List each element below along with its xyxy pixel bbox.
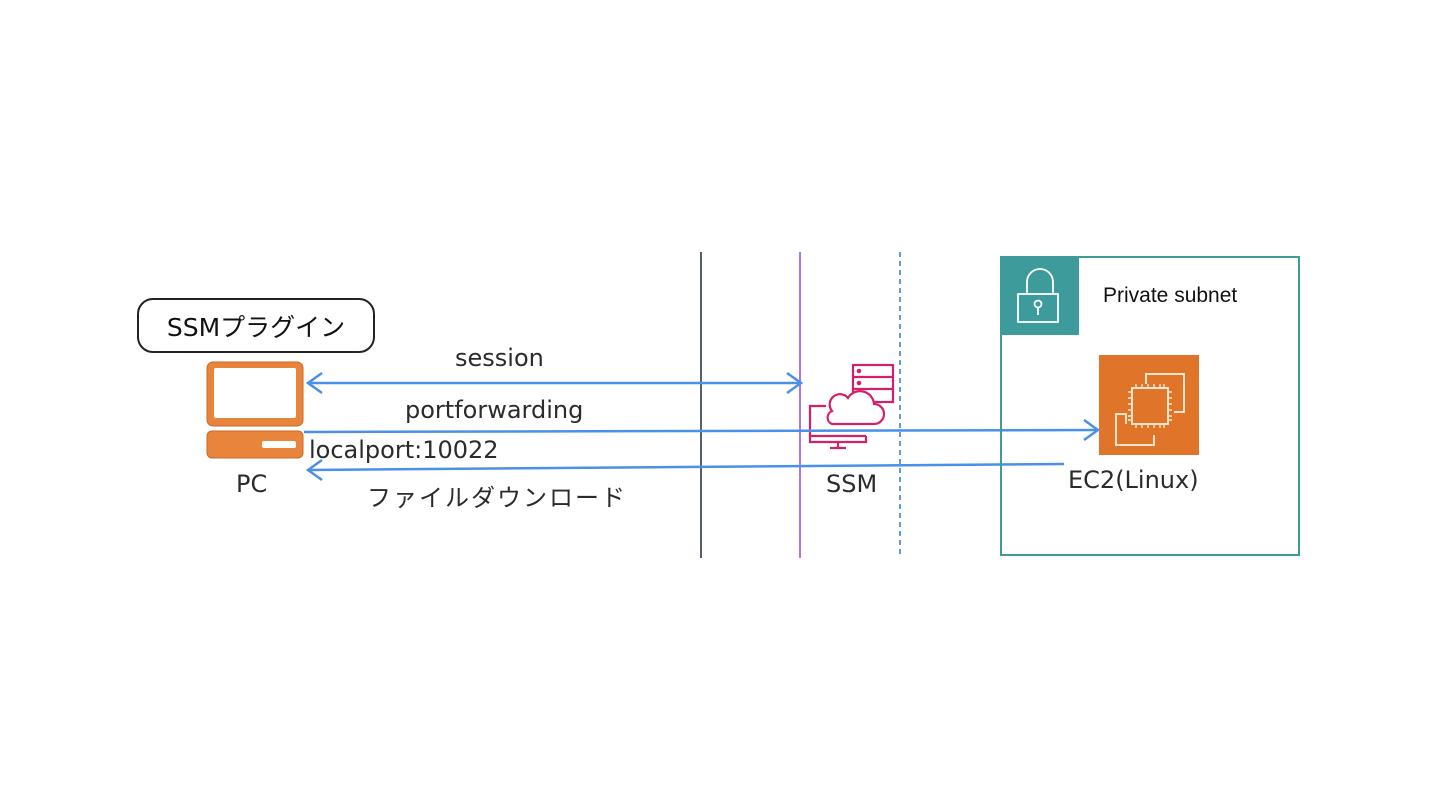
file-download-label: ファイルダウンロード xyxy=(367,484,627,512)
ec2-instance-icon xyxy=(1099,355,1199,455)
portforwarding-arrow xyxy=(303,418,1101,442)
ssm-plugin-label: SSMプラグイン xyxy=(137,298,375,353)
pc-label: PC xyxy=(236,470,268,498)
file-download-arrow xyxy=(305,458,1065,482)
ssm-label: SSM xyxy=(826,470,878,498)
portforwarding-label: portforwarding xyxy=(405,396,584,424)
desktop-computer-icon xyxy=(206,361,304,459)
private-subnet-box xyxy=(1000,256,1300,556)
padlock-icon xyxy=(1001,257,1079,335)
ssm-plugin-text: SSMプラグイン xyxy=(166,312,346,342)
session-label: session xyxy=(455,344,544,372)
session-arrow xyxy=(305,371,804,395)
private-subnet-title: Private subnet xyxy=(1103,284,1238,307)
localport-label: localport:10022 xyxy=(309,436,499,464)
systems-manager-icon xyxy=(808,363,895,450)
ec2-label: EC2(Linux) xyxy=(1068,466,1199,494)
